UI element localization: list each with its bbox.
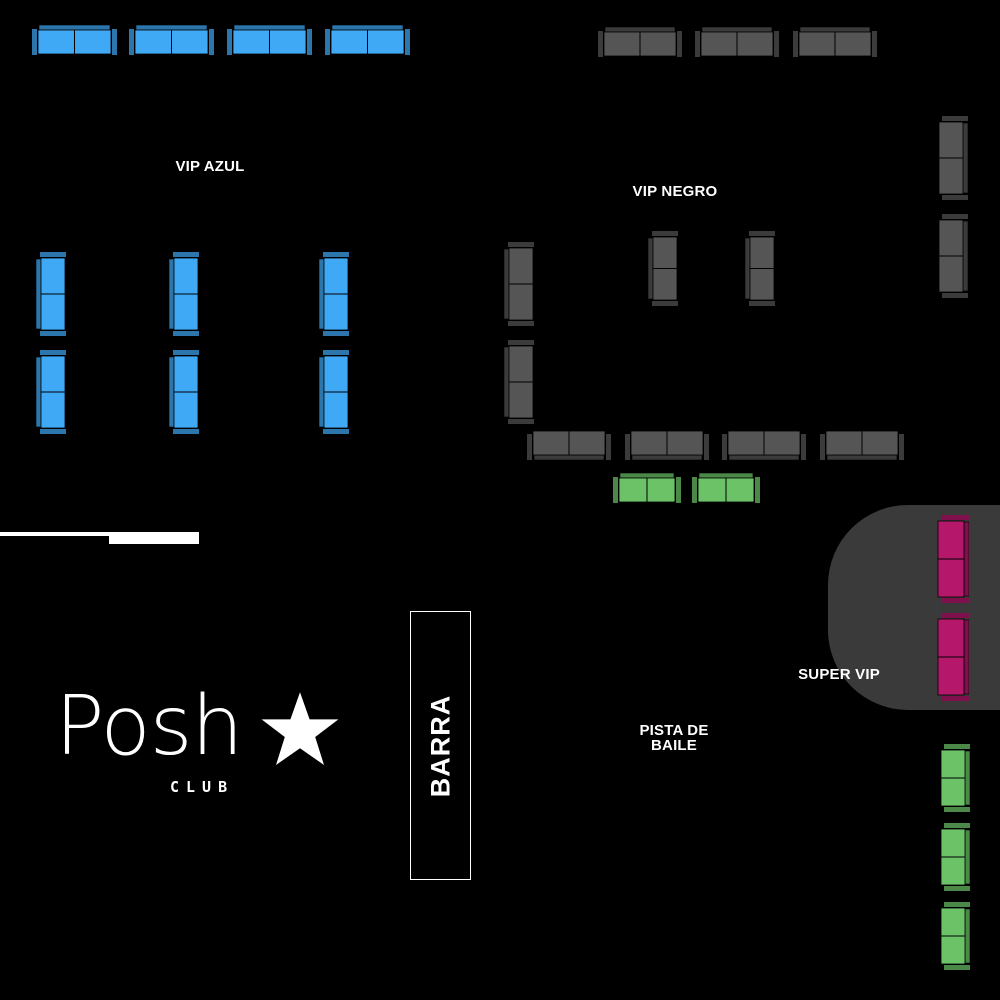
- vip-azul-sofa-1[interactable]: [32, 25, 117, 55]
- vip-azul-sofa-9[interactable]: [319, 252, 349, 336]
- vip-negro-sofa-18[interactable]: [504, 242, 534, 326]
- wall-block: [109, 532, 199, 544]
- vip-negro-sofa-19[interactable]: [504, 340, 534, 424]
- vip-azul-sofa-8[interactable]: [169, 350, 199, 434]
- vip-azul-label: VIP AZUL: [175, 158, 245, 175]
- vip-azul-sofa-4[interactable]: [325, 25, 410, 55]
- super-vip-sofa-26[interactable]: [937, 515, 969, 603]
- super-vip-area: [828, 505, 1000, 710]
- vip-negro-sofa-17[interactable]: [745, 231, 775, 306]
- logo-subtitle: CLUB: [170, 778, 235, 796]
- vip-negro-sofa-13[interactable]: [793, 27, 877, 57]
- wall-line: [0, 532, 110, 536]
- green-sofa-25[interactable]: [692, 473, 760, 503]
- vip-negro-label: VIP NEGRO: [632, 183, 718, 200]
- star-icon: [261, 692, 339, 765]
- logo-wordmark: Posh: [55, 679, 243, 774]
- green-sofa-28[interactable]: [940, 744, 970, 812]
- vip-azul-sofa-6[interactable]: [36, 350, 66, 434]
- vip-azul-sofa-2[interactable]: [129, 25, 214, 55]
- vip-negro-sofa-23[interactable]: [820, 430, 904, 460]
- green-sofa-29[interactable]: [940, 823, 970, 891]
- vip-azul-sofa-3[interactable]: [227, 25, 312, 55]
- vip-azul-sofa-7[interactable]: [169, 252, 199, 336]
- vip-azul-sofa-5[interactable]: [36, 252, 66, 336]
- bar-counter: BARRA: [410, 611, 471, 880]
- bar-label: BARRA: [425, 694, 455, 797]
- super-vip-label: SUPER VIP: [798, 666, 880, 683]
- vip-negro-sofa-14[interactable]: [938, 116, 968, 200]
- green-sofa-24[interactable]: [613, 473, 681, 503]
- vip-negro-sofa-21[interactable]: [625, 430, 709, 460]
- vip-negro-sofa-12[interactable]: [695, 27, 779, 57]
- pista-line-1: PISTA DE: [639, 722, 709, 739]
- pista-de-baile-label: PISTA DE BAILE: [620, 723, 728, 753]
- vip-negro-sofa-22[interactable]: [722, 430, 806, 460]
- vip-negro-sofa-11[interactable]: [598, 27, 682, 57]
- super-vip-sofa-27[interactable]: [937, 613, 969, 701]
- pista-line-2: BAILE: [651, 737, 697, 754]
- vip-negro-sofa-16[interactable]: [648, 231, 678, 306]
- posh-club-logo: Posh CLUB: [55, 682, 345, 805]
- vip-negro-sofa-20[interactable]: [527, 430, 611, 460]
- green-sofa-30[interactable]: [940, 902, 970, 970]
- vip-azul-sofa-10[interactable]: [319, 350, 349, 434]
- vip-negro-sofa-15[interactable]: [938, 214, 968, 298]
